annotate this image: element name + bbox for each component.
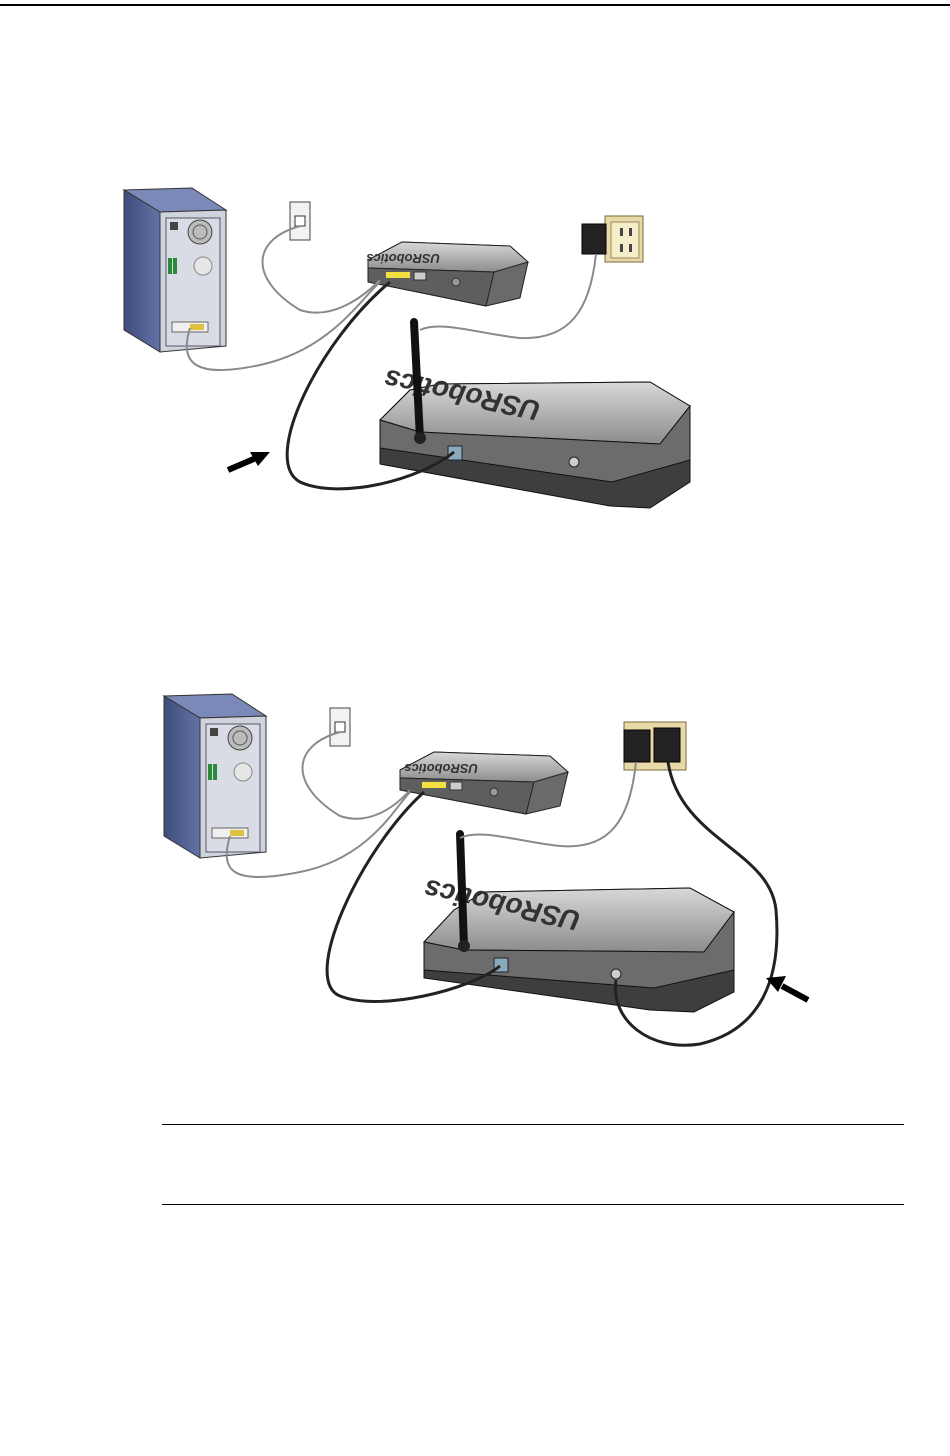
modem-logo-text: USRobotics (366, 251, 440, 266)
antenna-base (458, 940, 470, 952)
phone-wall-jack (290, 202, 310, 240)
wireless-router: USRobotics (380, 363, 690, 508)
antenna-base (414, 432, 426, 444)
note-bottom-rule (162, 1204, 904, 1205)
figure-power-connection: USRobotics USRobotics (0, 680, 950, 1070)
modem-device: USRobotics (400, 752, 568, 814)
pc-tower (164, 694, 266, 858)
note-top-rule (162, 1124, 904, 1125)
antenna (460, 834, 464, 946)
callout-arrow (766, 976, 808, 1000)
modem-device: USRobotics (366, 242, 528, 306)
phone-cable (303, 732, 411, 819)
pc-tower (124, 188, 226, 352)
power-outlet (624, 722, 686, 770)
figure-ethernet-connection: USRobotics USRobotics (0, 170, 950, 530)
power-outlet (582, 216, 643, 262)
callout-arrow (228, 452, 270, 470)
top-rule (0, 4, 950, 6)
phone-wall-jack (330, 708, 350, 746)
figure-1-illustration: USRobotics USRobotics (0, 170, 950, 530)
modem-logo-text: USRobotics (404, 761, 478, 776)
figure-2-illustration: USRobotics USRobotics (0, 680, 950, 1070)
